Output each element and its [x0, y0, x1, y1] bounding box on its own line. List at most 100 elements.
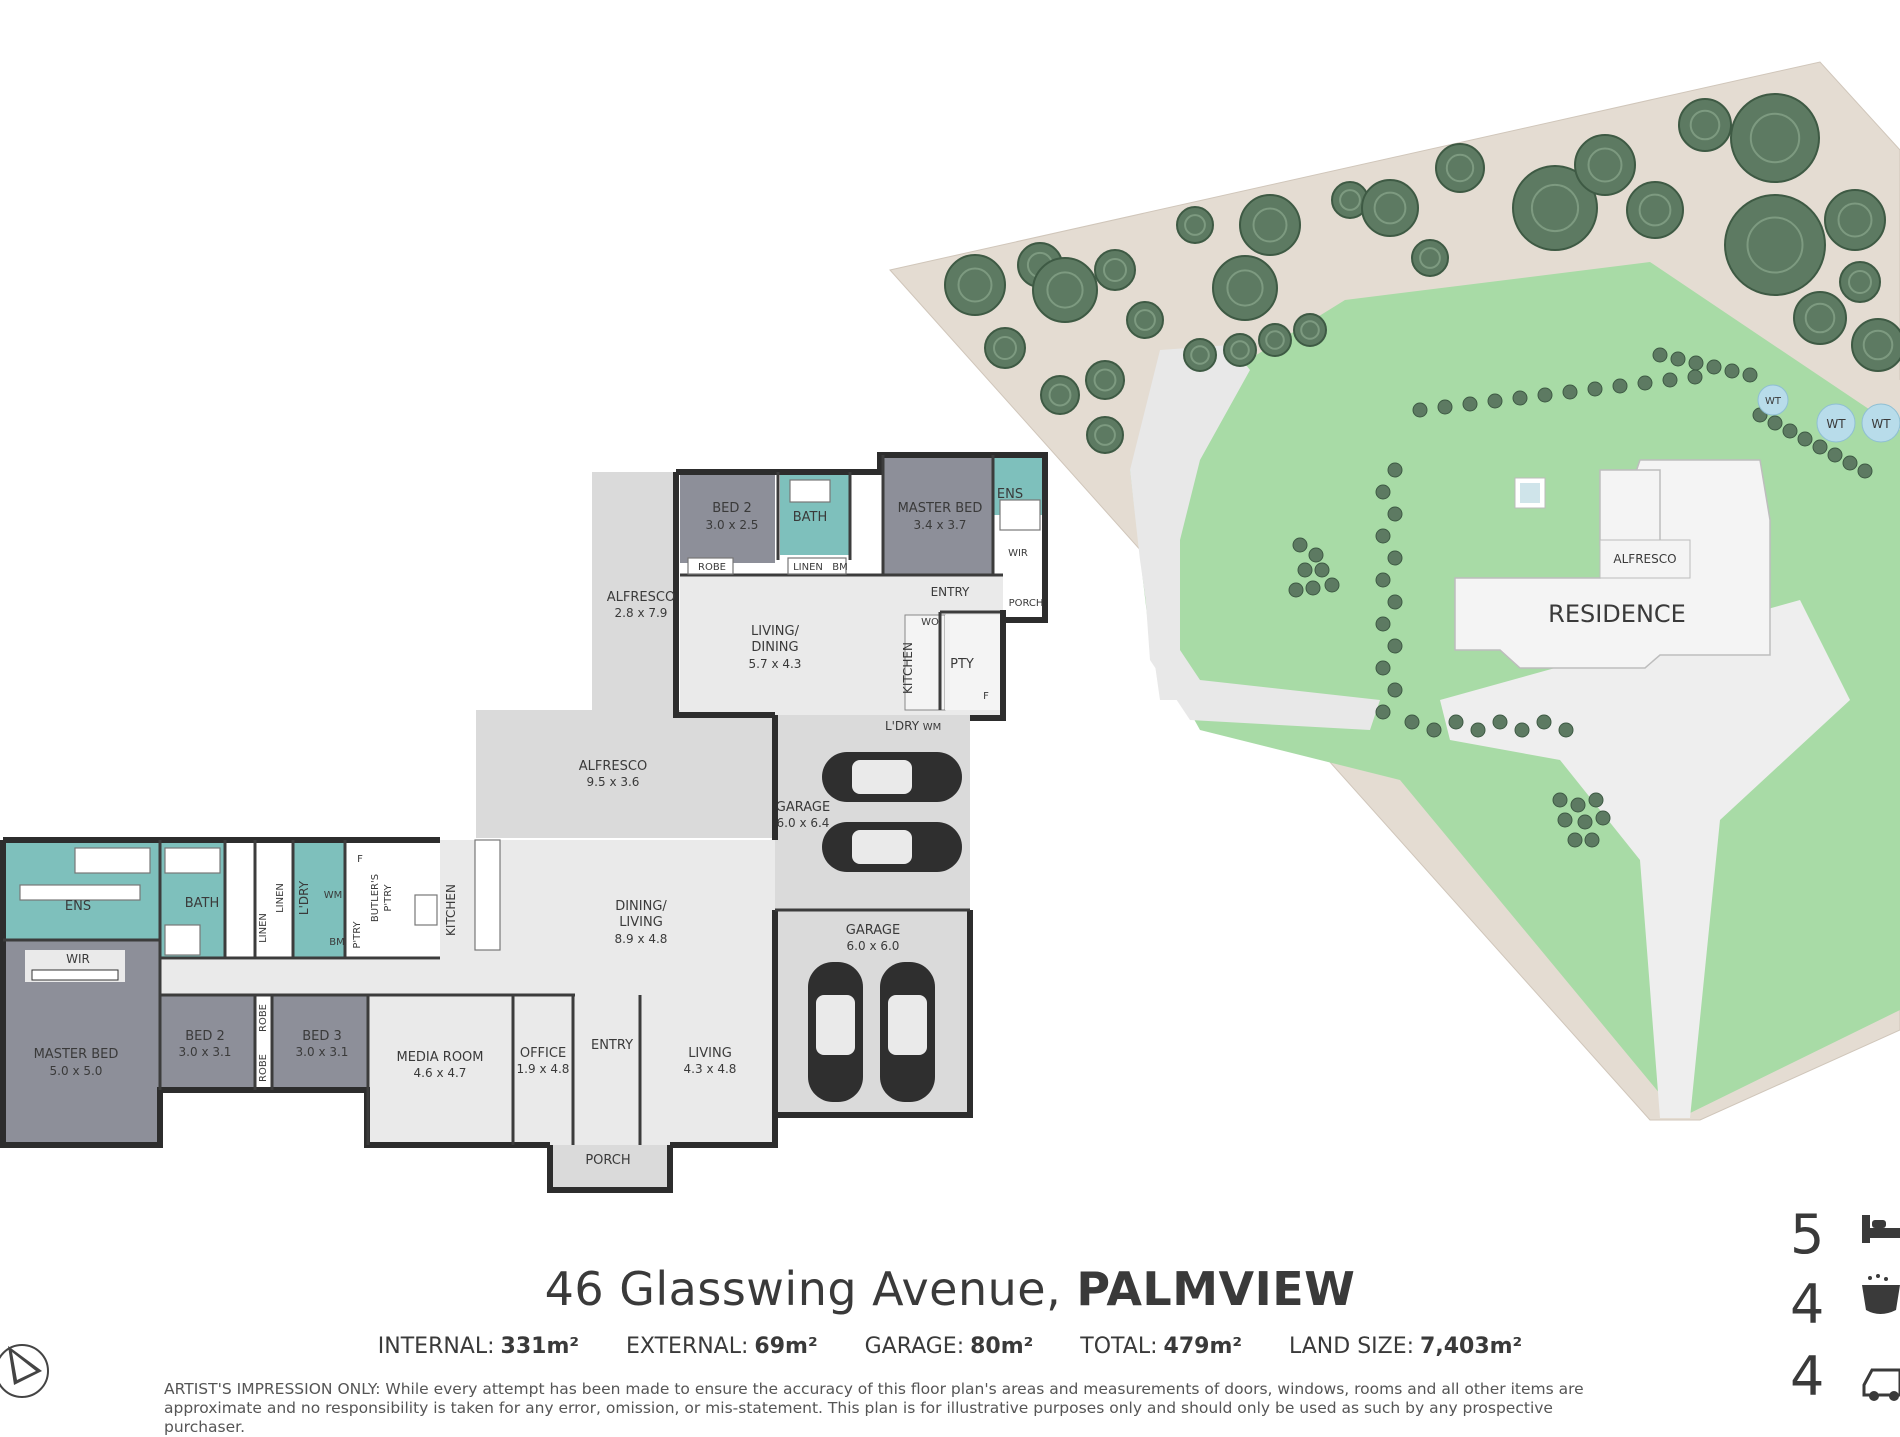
- garage-cars-lower: [808, 962, 935, 1102]
- shrub: [1612, 378, 1628, 394]
- address-street: 46 Glasswing Avenue,: [544, 1262, 1062, 1316]
- bm-label: BM: [832, 562, 848, 573]
- shrub: [1595, 810, 1611, 826]
- tree-detail: [1265, 330, 1285, 350]
- room-label: LIVING: [619, 915, 663, 930]
- car-space-count: 4: [1790, 1345, 1825, 1408]
- room-label: GARAGE: [776, 800, 830, 815]
- shrub: [1662, 372, 1678, 388]
- media-room: [368, 995, 513, 1145]
- address-suburb: PALMVIEW: [1076, 1262, 1356, 1316]
- linen-label: LINEN: [258, 913, 269, 943]
- wo-label: WO: [921, 617, 939, 628]
- room-label: KITCHEN: [901, 642, 915, 694]
- tree-detail: [1746, 216, 1804, 274]
- robe-label: ROBE: [258, 1004, 269, 1032]
- room-dims: 6.0 x 6.0: [847, 939, 900, 953]
- shrub: [1706, 359, 1722, 375]
- room-dims: 3.0 x 3.1: [179, 1045, 232, 1059]
- fridge-label: F: [983, 691, 989, 702]
- shrub: [1492, 714, 1508, 730]
- laundry-lower: [293, 840, 345, 958]
- tree-detail: [1103, 258, 1127, 282]
- shrub: [1584, 832, 1600, 848]
- shrub: [1470, 722, 1486, 738]
- tree: [1239, 194, 1301, 256]
- residence-footprint: ALFRESCO RESIDENCE: [1454, 459, 1771, 669]
- shrub: [1288, 582, 1304, 598]
- shrub: [1387, 682, 1403, 698]
- room-label: ENTRY: [591, 1038, 633, 1053]
- room-label: BATH: [185, 896, 220, 911]
- garage-cars-upper: [822, 752, 962, 872]
- shrub: [1324, 577, 1340, 593]
- shrub: [1557, 812, 1573, 828]
- tree: [1032, 257, 1098, 323]
- room-label: LIVING/: [751, 624, 800, 639]
- water-tank-label: WT: [1826, 417, 1846, 431]
- room-label: DINING/: [615, 899, 667, 914]
- tree: [1085, 360, 1125, 400]
- area-total: TOTAL:479m²: [1080, 1334, 1242, 1359]
- upper-floor-plan: BED 2 3.0 x 2.5 BATH MASTER BED 3.4 x 3.…: [476, 452, 1048, 910]
- shrub: [1426, 722, 1442, 738]
- tree: [1411, 239, 1449, 277]
- tree-detail: [1419, 247, 1441, 269]
- tree: [1183, 338, 1217, 372]
- disclaimer: ARTIST'S IMPRESSION ONLY: While every at…: [164, 1380, 1584, 1436]
- room-label: ENTRY: [931, 585, 970, 599]
- tree: [1678, 98, 1732, 152]
- room-label: MEDIA ROOM: [396, 1050, 483, 1065]
- area-internal: INTERNAL:331m²: [377, 1334, 580, 1359]
- tree: [1626, 181, 1684, 239]
- shrub: [1375, 704, 1391, 720]
- room-label: ENS: [65, 899, 91, 914]
- room-dims: 3.0 x 3.1: [296, 1045, 349, 1059]
- shrub: [1404, 714, 1420, 730]
- water-tank: [1816, 403, 1856, 443]
- shrub: [1297, 562, 1313, 578]
- tree: [1086, 416, 1124, 454]
- shrub-rows: [1288, 347, 1873, 848]
- room-label: BATH: [793, 510, 828, 525]
- alfresco-large: [476, 710, 773, 838]
- room-dims: 1.9 x 4.8: [517, 1062, 570, 1076]
- kitchen-upper: [904, 614, 946, 711]
- pantry-label: P'TRY: [352, 920, 363, 948]
- room-label: MASTER BED: [898, 501, 983, 516]
- tree-detail: [1530, 183, 1580, 233]
- water-tank-label: WT: [1765, 396, 1782, 407]
- porch-lower: [550, 1145, 670, 1190]
- robe-label: ROBE: [258, 1054, 269, 1082]
- shrub: [1687, 369, 1703, 385]
- paved-drive: [1440, 600, 1850, 1118]
- shrub: [1387, 550, 1403, 566]
- shrub: [1375, 572, 1391, 588]
- shrub: [1767, 415, 1783, 431]
- tree: [1574, 134, 1636, 196]
- property-address: 46 Glasswing Avenue, PALMVIEW: [0, 1262, 1900, 1316]
- tree: [1824, 189, 1886, 251]
- water-tanks: WT WT WT: [1757, 384, 1900, 443]
- shrub: [1827, 447, 1843, 463]
- tree: [1212, 255, 1278, 321]
- path-left: [1140, 420, 1380, 730]
- room-label: BUTLER'S: [370, 874, 381, 922]
- room-label: MASTER BED: [34, 1047, 119, 1062]
- residence-label: RESIDENCE: [1548, 600, 1686, 628]
- site-plan: ALFRESCO RESIDENCE WT WT WT: [889, 61, 1900, 1121]
- shrub: [1570, 797, 1586, 813]
- shrub: [1487, 393, 1503, 409]
- north-arrow-icon: [0, 1344, 49, 1398]
- shrub: [1558, 722, 1574, 738]
- tree-detail: [1638, 193, 1672, 227]
- room-label: ALFRESCO: [579, 759, 647, 774]
- bathtub-icon: [1862, 1274, 1900, 1314]
- room-label: P'TRY: [383, 883, 394, 911]
- shrub: [1412, 402, 1428, 418]
- tree-detail: [1046, 271, 1084, 309]
- garage-upper: [775, 715, 970, 910]
- site-alfresco-label: ALFRESCO: [1613, 552, 1676, 566]
- tree: [1040, 375, 1080, 415]
